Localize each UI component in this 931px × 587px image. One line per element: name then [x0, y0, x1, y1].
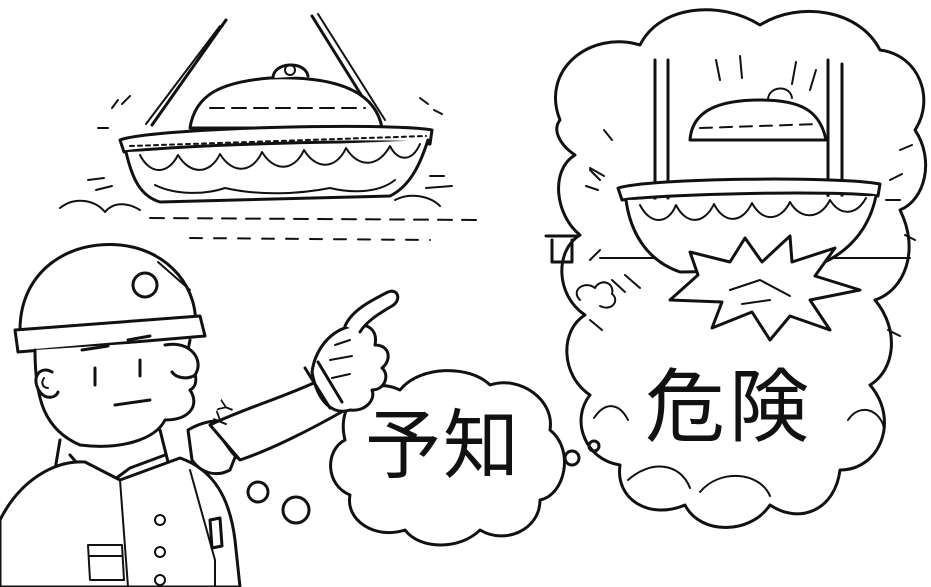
- prediction-thought-bubble: [329, 369, 566, 547]
- worker-pointing: [0, 242, 400, 587]
- prediction-text: 予知: [365, 401, 521, 490]
- danger-thought-cloud: [544, 8, 928, 529]
- left-davit-wire: [150, 18, 228, 127]
- lowered-lifeboat: [59, 13, 481, 241]
- danger-text: 危険: [645, 361, 813, 454]
